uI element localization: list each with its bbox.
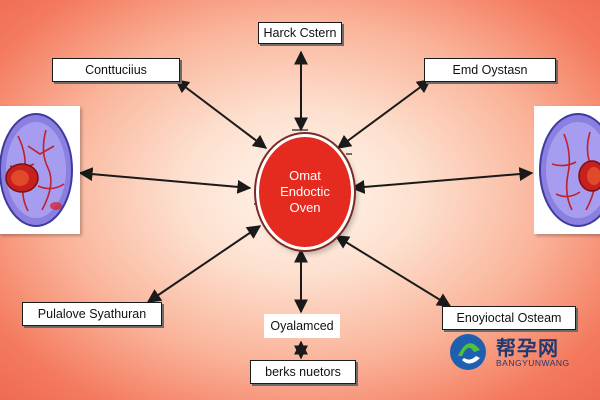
node-bottom-left: Pulalove Syathuran	[22, 302, 162, 326]
watermark-logo: 帮孕网 BANGYUNWANG	[444, 328, 596, 376]
watermark-text-en: BANGYUNWANG	[496, 358, 570, 368]
node-top-right: Emd Oystasn	[424, 58, 556, 82]
node-bottom-right: Enoyioctal Osteam	[442, 306, 576, 330]
brain-scan-image-left	[0, 106, 80, 234]
node-top-left: Conttuciius	[52, 58, 180, 82]
center-line-3: Oven	[289, 200, 321, 215]
arrow-bottom-right	[334, 235, 452, 307]
center-node: Omat Endoctic Oven	[256, 134, 354, 250]
node-top: Harck Cstern	[258, 22, 342, 44]
node-bottom-mid: Oyalamced	[264, 314, 340, 338]
arrow-right	[350, 167, 534, 194]
center-line-1: Omat	[289, 168, 321, 183]
arrow-left	[78, 167, 252, 194]
arrow-bottom-left	[146, 225, 262, 303]
watermark-text-cn: 帮孕网	[496, 336, 559, 360]
node-bottom: berks nuetors	[250, 360, 356, 384]
arrow-top-left	[174, 79, 268, 149]
logo-icon	[450, 334, 486, 370]
arrow-top-right	[336, 79, 432, 149]
brain-scan-image-right	[534, 106, 600, 234]
center-line-2: Endoctic	[280, 184, 330, 199]
